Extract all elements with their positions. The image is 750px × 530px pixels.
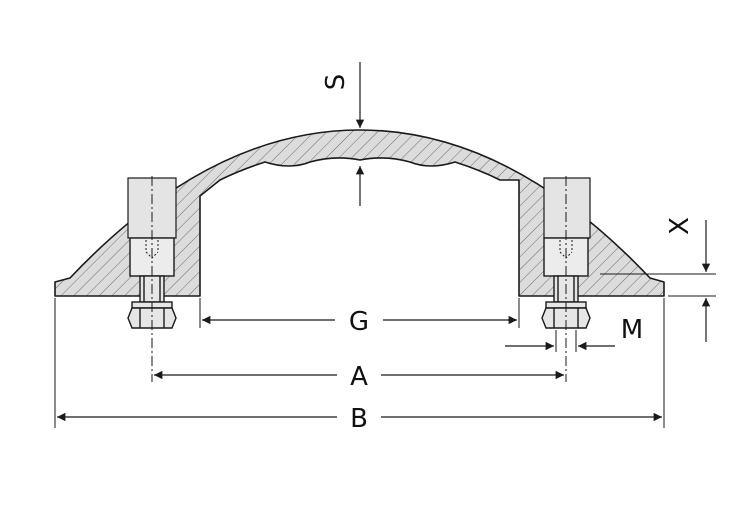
dimension-x: X <box>665 217 711 342</box>
dimension-x-label: X <box>665 217 695 235</box>
dimension-b-label: B <box>350 404 368 434</box>
dimension-s-label: S <box>321 74 351 91</box>
dimension-a-label: A <box>350 362 368 392</box>
extension-lines <box>54 273 716 428</box>
dimension-b: B <box>56 404 662 434</box>
dimension-g: G <box>202 307 517 337</box>
dimension-m: M <box>505 315 643 351</box>
dimension-s: S <box>321 62 365 206</box>
dimension-a: A <box>154 362 564 392</box>
dimension-g-label: G <box>349 307 369 337</box>
right-insert <box>543 177 591 239</box>
dimension-m-label: M <box>621 315 643 345</box>
handle-body <box>54 129 665 297</box>
